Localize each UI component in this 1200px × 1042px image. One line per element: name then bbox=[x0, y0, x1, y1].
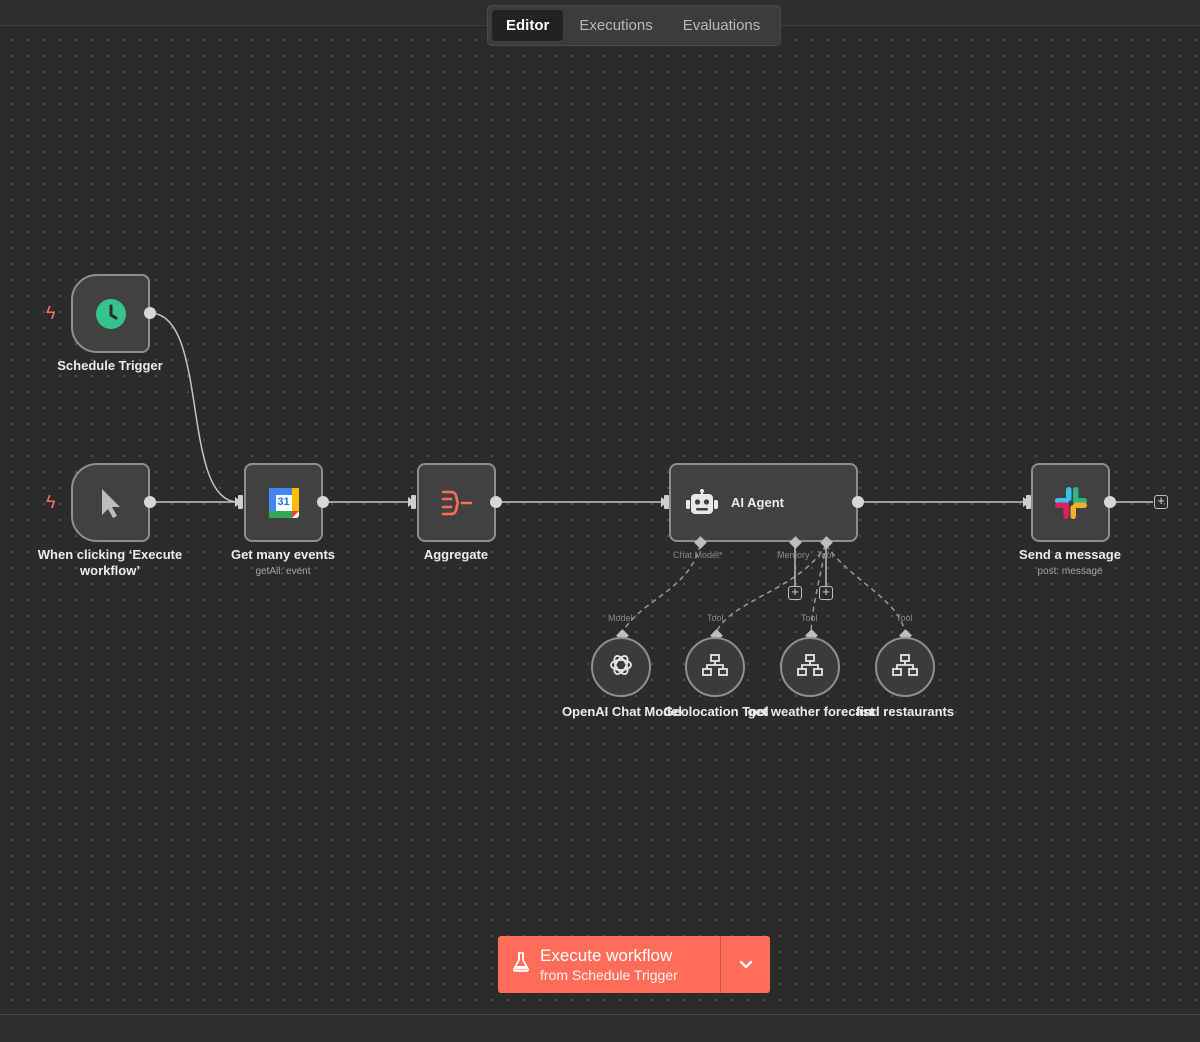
node-openai-chat-model[interactable] bbox=[591, 637, 651, 697]
sub-node-port-label: Tool bbox=[896, 613, 913, 623]
node-label: When clicking ‘Execute workflow’ bbox=[37, 547, 183, 578]
edge-tool2-to-agent bbox=[810, 544, 827, 634]
input-handle[interactable] bbox=[1026, 495, 1031, 509]
execute-workflow-title: Execute workflow bbox=[540, 945, 673, 965]
input-handle[interactable] bbox=[411, 495, 416, 509]
output-handle[interactable] bbox=[144, 496, 156, 508]
edge-schedule-to-events bbox=[149, 312, 239, 503]
node-ai-agent[interactable]: AI Agent bbox=[669, 463, 858, 542]
tab-executions[interactable]: Executions bbox=[579, 17, 653, 34]
node-send-message[interactable] bbox=[1031, 463, 1110, 542]
tab-editor[interactable]: Editor bbox=[492, 10, 564, 41]
required-marker: * bbox=[719, 550, 723, 560]
port-memory-label: Memory bbox=[777, 550, 810, 560]
port-chat-model-label: Chat Model* bbox=[673, 550, 723, 560]
port-chat-model-text: Chat Model bbox=[673, 550, 720, 560]
slack-icon bbox=[1054, 486, 1088, 520]
ai-agent-title: AI Agent bbox=[731, 495, 784, 510]
input-handle[interactable] bbox=[238, 495, 243, 509]
google-calendar-icon: 31 bbox=[268, 487, 300, 519]
chevron-down-icon bbox=[739, 956, 753, 974]
input-handle[interactable] bbox=[664, 495, 669, 509]
trigger-bolt-icon: ϟ bbox=[46, 303, 56, 323]
sub-node-port-label: Tool bbox=[801, 613, 818, 623]
add-tool-button[interactable]: + bbox=[819, 585, 833, 600]
network-icon bbox=[892, 653, 918, 681]
node-label: Schedule Trigger bbox=[57, 358, 163, 373]
workflow-canvas[interactable] bbox=[0, 26, 1200, 1014]
output-handle[interactable] bbox=[490, 496, 502, 508]
output-handle[interactable] bbox=[317, 496, 329, 508]
execute-workflow-button[interactable]: Execute workflow from Schedule Trigger bbox=[498, 936, 720, 993]
edge-tool3-to-agent bbox=[825, 544, 906, 634]
output-handle[interactable] bbox=[144, 307, 156, 319]
output-handle[interactable] bbox=[1104, 496, 1116, 508]
node-label: Aggregate bbox=[423, 547, 489, 562]
sub-node-port-label: Model bbox=[608, 613, 633, 623]
node-label: Geolocation Tool bbox=[663, 704, 769, 719]
node-subtitle: post: message bbox=[1037, 566, 1103, 577]
node-get-weather-forecast[interactable] bbox=[780, 637, 840, 697]
node-schedule-trigger[interactable] bbox=[71, 274, 150, 353]
calendar-day-text: 31 bbox=[277, 495, 290, 508]
clock-icon bbox=[95, 298, 127, 330]
node-label: OpenAI Chat Model bbox=[562, 704, 682, 719]
node-get-many-events[interactable]: 31 bbox=[244, 463, 323, 542]
add-memory-button[interactable]: + bbox=[788, 585, 802, 600]
node-label: Get many events bbox=[230, 547, 336, 562]
output-handle[interactable] bbox=[852, 496, 864, 508]
view-tabs: Editor Executions Evaluations bbox=[487, 5, 781, 46]
node-label: find restaurants bbox=[855, 704, 955, 719]
node-manual-trigger[interactable] bbox=[71, 463, 150, 542]
edge-tool1-to-agent bbox=[715, 544, 827, 634]
robot-icon bbox=[685, 488, 719, 517]
node-label: Send a message bbox=[1019, 547, 1121, 562]
sub-node-port-label: Tool bbox=[707, 613, 724, 623]
openai-icon bbox=[608, 652, 634, 683]
network-icon bbox=[702, 653, 728, 681]
tab-evaluations[interactable]: Evaluations bbox=[682, 17, 761, 34]
cursor-icon bbox=[98, 487, 124, 519]
node-geolocation-tool[interactable] bbox=[685, 637, 745, 697]
port-tool-label: Tool bbox=[817, 550, 834, 560]
flask-icon bbox=[512, 952, 530, 977]
node-aggregate[interactable] bbox=[417, 463, 496, 542]
node-subtitle: getAll: event bbox=[255, 566, 311, 577]
execute-workflow-button-group: Execute workflow from Schedule Trigger bbox=[498, 936, 770, 993]
network-icon bbox=[797, 653, 823, 681]
trigger-bolt-icon: ϟ bbox=[46, 492, 56, 512]
node-find-restaurants[interactable] bbox=[875, 637, 935, 697]
execute-workflow-subtitle: from Schedule Trigger bbox=[540, 966, 678, 983]
bottom-bar bbox=[0, 1014, 1200, 1042]
node-label: get weather forecast bbox=[747, 704, 875, 719]
aggregate-icon bbox=[441, 488, 473, 518]
add-next-node-button[interactable]: + bbox=[1154, 494, 1168, 509]
button-divider bbox=[720, 936, 721, 993]
execute-options-dropdown[interactable] bbox=[721, 936, 770, 993]
